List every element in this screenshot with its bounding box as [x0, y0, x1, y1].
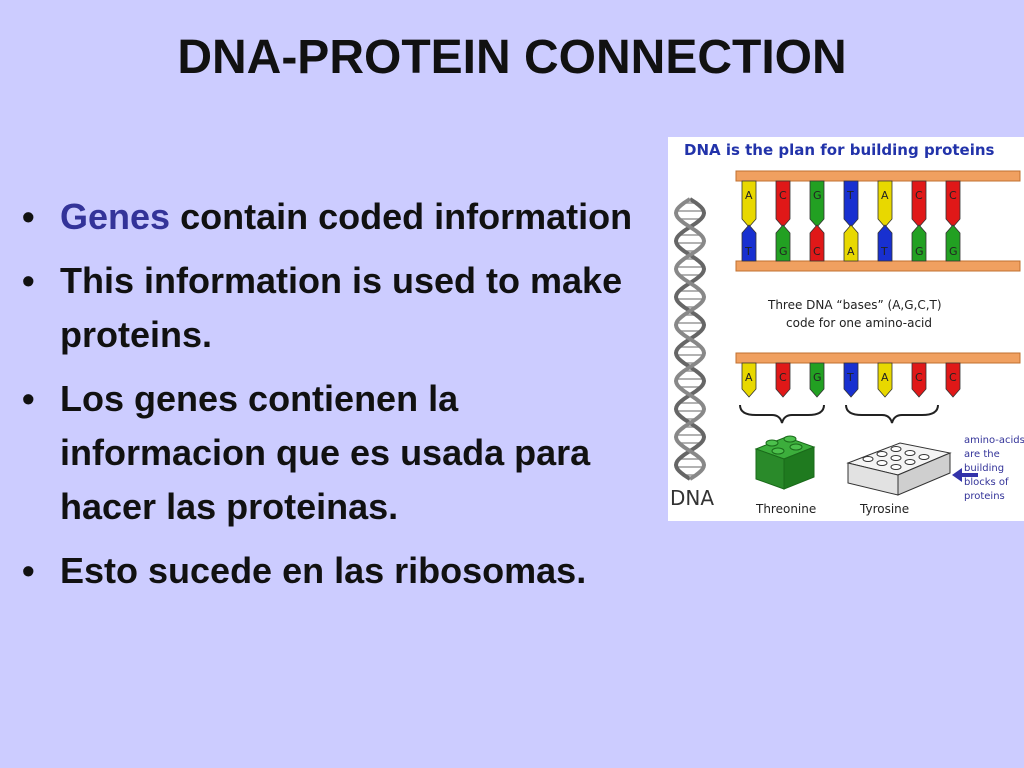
dna-label: DNA: [670, 486, 714, 510]
figure-heading: DNA is the plan for building proteins: [684, 141, 995, 159]
base-bottom: [809, 224, 825, 262]
double-helix-image: [673, 197, 707, 481]
codon-base: [809, 362, 825, 398]
base-top: [775, 180, 791, 228]
dna-figure: DNA is the plan for building proteins DN…: [668, 137, 1024, 521]
codon-base: [843, 362, 859, 398]
codon-base: [945, 362, 961, 398]
base-top: [741, 180, 757, 228]
bullet-symbol: •: [22, 260, 35, 301]
bullet-symbol: •: [22, 550, 35, 591]
base-top-letter: C: [779, 189, 787, 202]
codon-base-letter: C: [915, 371, 923, 384]
note-line-4: blocks of: [964, 477, 1009, 488]
codon-backbone: [735, 352, 1021, 364]
bullet-text: Esto sucede en las ribosomas.: [60, 550, 587, 591]
bullet-item: • Esto sucede en las ribosomas.: [22, 544, 662, 598]
base-bottom-letter: C: [813, 245, 821, 258]
base-bottom-letter: T: [744, 245, 752, 258]
caption-line-1: Three DNA “bases” (A,G,C,T): [767, 298, 942, 312]
bullet-item: • This information is used to make prote…: [22, 254, 662, 362]
base-bottom-letter: G: [949, 245, 958, 258]
codon-base-letter: A: [881, 371, 889, 384]
bullet-text: This information is used to make protein…: [60, 260, 623, 355]
bullet-highlight: Genes: [60, 196, 171, 237]
base-bottom: [741, 224, 757, 262]
threonine-block-icon: [754, 435, 816, 490]
bullet-text: contain coded information: [180, 196, 633, 237]
base-top: [911, 180, 927, 228]
base-top-letter: T: [846, 189, 854, 202]
bullet-item: • Los genes contienen la informacion que…: [22, 372, 662, 534]
tyrosine-block-icon: [846, 442, 952, 496]
base-top: [843, 180, 859, 228]
codon-base: [741, 362, 757, 398]
bullet-list: • Genes contain coded information • This…: [22, 190, 662, 608]
codon-base-letter: C: [779, 371, 787, 384]
amino-acid-2-label: Tyrosine: [859, 502, 909, 516]
bullet-text: Los genes contienen la informacion que e…: [60, 378, 591, 527]
pointer-arrow-icon: [952, 468, 978, 482]
top-backbone-upper: [735, 170, 1021, 182]
codon-brace-1: [739, 404, 825, 424]
base-bottom-letter: G: [915, 245, 924, 258]
amino-acid-1-label: Threonine: [755, 502, 816, 516]
base-bottom-letter: G: [779, 245, 788, 258]
base-bottom: [877, 224, 893, 262]
base-top-letter: G: [813, 189, 822, 202]
base-top-letter: A: [881, 189, 889, 202]
caption-line-2: code for one amino-acid: [786, 316, 932, 330]
codon-base-letter: T: [846, 371, 854, 384]
base-bottom: [775, 224, 791, 262]
base-bottom: [843, 224, 859, 262]
helix-strand: [673, 197, 707, 481]
note-line-2: are the: [964, 449, 1000, 460]
codon-base: [775, 362, 791, 398]
codon-brace-2: [845, 404, 939, 424]
base-bottom: [945, 224, 961, 262]
base-top-letter: C: [949, 189, 957, 202]
dna-figure-svg: DNA is the plan for building proteins DN…: [670, 141, 1024, 516]
codon-base-letter: C: [949, 371, 957, 384]
codon-base-letter: G: [813, 371, 822, 384]
top-backbone-lower: [735, 260, 1021, 272]
base-bottom-letter: A: [847, 245, 855, 258]
base-bottom-letter: T: [880, 245, 888, 258]
base-bottom: [911, 224, 927, 262]
base-top-letter: C: [915, 189, 923, 202]
note-line-5: proteins: [964, 491, 1005, 502]
note-line-3: building: [964, 463, 1004, 474]
bullet-item: • Genes contain coded information: [22, 190, 662, 244]
base-top: [809, 180, 825, 228]
top-base-pairs: A C G T A C C T G C A T G G: [741, 180, 961, 262]
note-line-1: amino-acids: [964, 435, 1024, 446]
bullet-symbol: •: [22, 378, 35, 419]
base-top: [877, 180, 893, 228]
codon-base: [911, 362, 927, 398]
bullet-symbol: •: [22, 196, 35, 237]
codon-base-letter: A: [745, 371, 753, 384]
slide-title: DNA-PROTEIN CONNECTION: [177, 31, 847, 84]
base-top-letter: A: [745, 189, 753, 202]
codon-base: [877, 362, 893, 398]
base-top: [945, 180, 961, 228]
